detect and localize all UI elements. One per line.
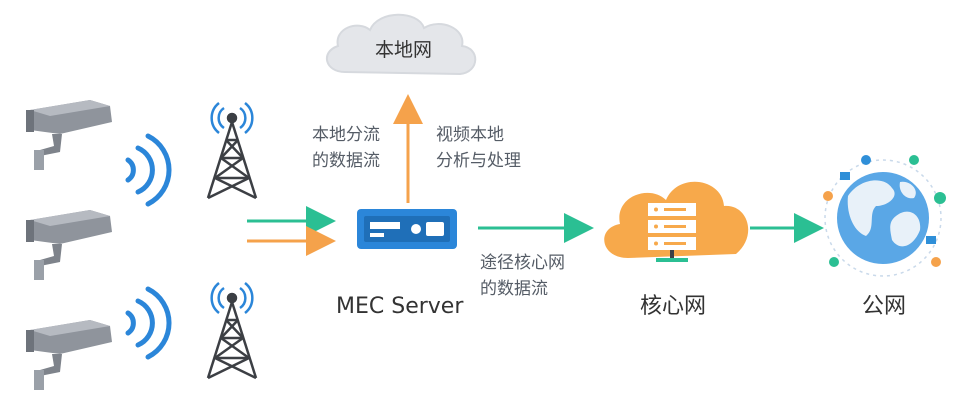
via-core-flow-label: 途径核心网 的数据流 [480,250,565,302]
public-network-label: 公网 [862,294,907,319]
local-video-line1: 视频本地 [436,125,504,145]
local-video-processing-label: 视频本地 分析与处理 [436,122,521,174]
cell-tower-icon [206,101,258,200]
local-video-line2: 分析与处理 [436,151,521,171]
cloud-icon [604,181,749,258]
globe-icon [823,155,946,277]
local-offload-line1: 本地分流 [312,125,380,145]
local-network-label: 本地网 [375,39,433,61]
cloud-icon [326,13,477,76]
local-offload-flow-label: 本地分流 的数据流 [312,122,380,174]
wifi-signal-icon [128,136,169,204]
local-offload-line2: 的数据流 [312,151,380,171]
via-core-line2: 的数据流 [480,279,548,299]
cell-tower-icon [206,281,258,380]
core-network-label: 核心网 [640,294,707,319]
wifi-signal-icon [128,289,169,357]
camera-icon [26,320,112,390]
server-rack-icon [648,203,696,262]
via-core-line1: 途径核心网 [480,253,565,273]
camera-icon [26,100,112,170]
camera-icon [26,210,112,280]
mec-server-icon [357,209,457,249]
mec-server-label: MEC Server [336,294,464,319]
